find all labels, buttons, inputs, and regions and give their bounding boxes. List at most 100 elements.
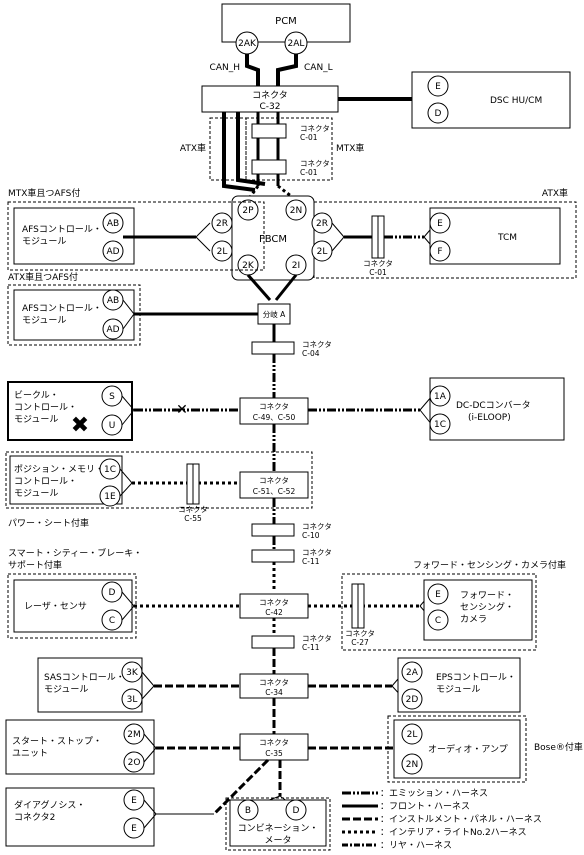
svg-text:ダイアグノシス・: ダイアグノシス・ [14,799,85,811]
svg-text:C: C [435,616,441,626]
svg-text:2P: 2P [242,206,254,216]
connector-c49-c50: コネクタ C-49、C-50 [239,397,309,425]
svg-text:2L: 2L [407,730,418,740]
group-power-seat: パワー・シート付車 [8,517,89,529]
svg-text:スタート・ストップ・: スタート・ストップ・ [12,736,102,747]
svg-text:2A: 2A [406,668,419,678]
connector-c11-lower: コネクタ C-11 [251,634,332,652]
svg-text:カメラ: カメラ [460,614,487,625]
svg-text:C-32: C-32 [260,102,281,112]
svg-text:ポジション・メモリ・: ポジション・メモリ・ [14,464,104,475]
svg-text:モジュール: モジュール [22,237,66,247]
audio-amp: オーディオ・アンプ 2L 2N [393,719,521,779]
dcdc-converter: DC-DCコンバータ (i-ELOOP) 1A 1C [429,377,565,441]
connector-c42: コネクタ C-42 [239,593,309,619]
svg-text:3K: 3K [126,668,139,678]
sas-module: SASコントロール・ モジュール 3K 3L [37,657,143,713]
can-h-label: CAN_H [210,63,240,73]
svg-text:オーディオ・アンプ: オーディオ・アンプ [428,743,508,755]
svg-text:C-01: C-01 [300,168,318,177]
svg-text:D: D [293,806,300,816]
group-atx-tcm: ATX車 [542,187,568,199]
tcm-module: TCM E F [429,207,561,265]
svg-text:C-34: C-34 [265,688,283,697]
can-l-wire [276,54,298,86]
svg-text:TCM: TCM [497,233,517,243]
svg-text:サポート付車: サポート付車 [8,559,62,571]
svg-text:2L: 2L [317,247,328,257]
svg-text:メータ: メータ [264,835,291,846]
pcm-module: PCM 2AK 2AL [221,3,351,55]
svg-text:コネクタ: コネクタ [300,124,330,133]
svg-text:コネクタ: コネクタ [302,522,332,531]
svg-text:F: F [437,247,442,257]
svg-text:2L: 2L [217,247,228,257]
svg-text:モジュール: モジュール [14,415,58,425]
svg-text:2M: 2M [127,730,141,740]
svg-text:コネクタ: コネクタ [345,629,375,638]
svg-text:2N: 2N [406,760,418,770]
afs-module-1: AFSコントロール・ モジュール AB AD [13,207,135,265]
svg-text:コネクタ: コネクタ [259,738,289,747]
svg-text:AD: AD [106,325,119,335]
svg-text:分岐 A: 分岐 A [263,309,286,319]
svg-text:E: E [131,796,137,806]
svg-text:E: E [437,219,443,229]
disconnected-x-icon: ✖ [71,413,89,438]
connector-c55: コネクタ C-55 [178,463,208,523]
svg-text:：エミッション・ハーネス: ：エミッション・ハーネス [380,788,488,799]
start-stop-unit: スタート・ストップ・ ユニット 2M 2O [5,719,155,775]
svg-text:ユニット: ユニット [12,749,48,759]
svg-text:モジュール: モジュール [14,489,58,499]
svg-text:コントロール・: コントロール・ [14,477,77,487]
group-fsc: フォワード・センシング・カメラ付車 [413,559,566,571]
svg-text:C-11: C-11 [302,557,320,566]
position-memory-module: ポジション・メモリ・ コントロール・ モジュール 1C 1E [9,455,123,507]
svg-text:コネクタ: コネクタ [259,476,289,485]
svg-text:2AK: 2AK [238,39,257,49]
combination-meter: コンビネーション・ メータ B D [229,799,327,847]
svg-text:1C: 1C [434,420,446,430]
svg-text:EPSコントロール・: EPSコントロール・ [436,673,516,683]
connector-c35: コネクタ C-35 [239,733,309,761]
laser-sensor: レーザ・センサ D C [13,579,133,633]
connector-c01-tcm: コネクタ C-01 [363,215,393,277]
svg-text:1C: 1C [104,465,116,475]
svg-text:2I: 2I [292,261,300,271]
svg-text:：インストルメント・パネル・ハーネス: ：インストルメント・パネル・ハーネス [380,814,542,825]
wire-atx-h [222,112,256,192]
svg-text:コネクタ: コネクタ [259,402,289,411]
svg-text:E: E [131,824,137,834]
vehicle-control-module: ビークル・ コントロール・ モジュール ✖ S U [7,381,133,441]
svg-text:2AL: 2AL [288,39,305,49]
svg-text:C-42: C-42 [265,608,283,617]
svg-text:コネクタ: コネクタ [300,159,330,168]
svg-text:フォワード・: フォワード・ [460,591,514,601]
svg-text:AB: AB [107,219,119,229]
svg-text:DC-DCコンバータ: DC-DCコンバータ [456,400,531,411]
svg-text:C-55: C-55 [184,514,202,523]
svg-text:2D: 2D [406,695,419,705]
svg-text:C-51、C-52: C-51、C-52 [253,487,296,496]
svg-text:コントロール・: コントロール・ [14,403,77,413]
svg-text:センシング・: センシング・ [460,601,514,613]
svg-text:モジュール: モジュール [44,685,88,695]
svg-text:C: C [109,616,115,626]
svg-text:コネクタ: コネクタ [302,340,332,349]
svg-text:モジュール: モジュール [436,685,480,695]
svg-text:C-04: C-04 [302,349,320,358]
svg-text:1E: 1E [104,492,116,502]
svg-text:AD: AD [106,247,119,257]
wire-atx-l [236,112,266,186]
forward-sensing-camera: フォワード・ センシング・ カメラ E C [423,579,533,641]
connector-c01-upper: コネクタ C-01 [251,123,330,142]
svg-text:：リヤ・ハーネス: ：リヤ・ハーネス [380,840,452,851]
svg-text:C-27: C-27 [351,638,369,647]
svg-text:2R: 2R [216,219,228,229]
group-scbs: スマート・シティー・ブレーキ・ [8,547,142,559]
svg-text:1A: 1A [434,392,447,402]
svg-text:コネクタ: コネクタ [302,548,332,557]
connector-c34: コネクタ C-34 [239,673,309,699]
diagnosis-connector: ダイアグノシス・ コネクタ2 E E [5,787,155,847]
